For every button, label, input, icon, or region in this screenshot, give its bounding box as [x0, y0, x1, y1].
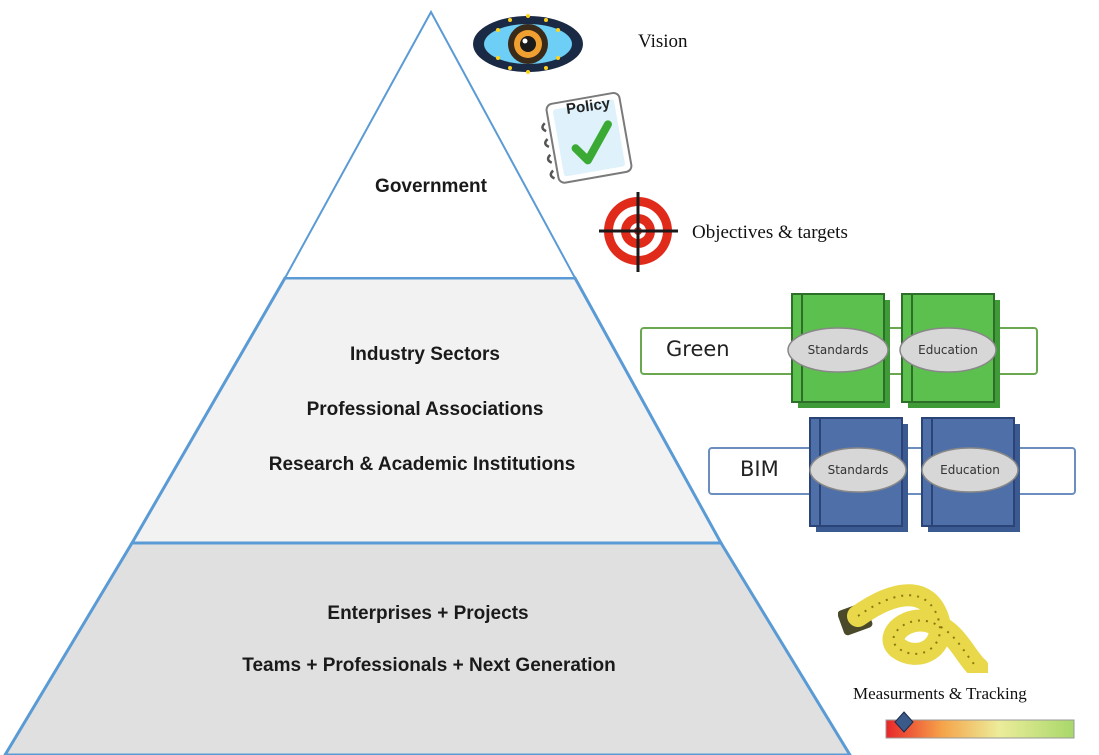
tier-industry-sectors-label: Industry Sectors [350, 344, 500, 365]
target-icon [599, 192, 678, 272]
tier-government-label: Government [375, 176, 487, 197]
green-standards-label: Standards [807, 343, 869, 357]
green-label: Green [666, 337, 730, 361]
pyramid-tier-top [283, 9, 577, 279]
bim-education-label: Education [940, 463, 1000, 477]
measurements-tracking-label: Measurments & Tracking [853, 684, 1027, 703]
objectives-targets-label: Objectives & targets [692, 222, 848, 243]
eye-icon [473, 14, 583, 74]
tracking-gradient-bar [885, 711, 1075, 739]
tier-enterprises-label: Enterprises + Projects [327, 603, 529, 624]
tier-professional-associations-label: Professional Associations [306, 399, 544, 420]
tier-research-institutions-label: Research & Academic Institutions [268, 454, 576, 475]
pyramid-tier-bottom [3, 541, 852, 755]
policy-notebook-icon [541, 91, 633, 184]
bim-label: BIM [740, 457, 779, 481]
bim-standards-label: Standards [827, 463, 889, 477]
green-books [787, 293, 1000, 408]
vision-label: Vision [638, 31, 688, 52]
green-education-label: Education [918, 343, 978, 357]
measuring-tape-icon [838, 584, 988, 673]
tracking-marker-icon [894, 711, 914, 733]
tier-teams-label: Teams + Professionals + Next Generation [242, 655, 616, 676]
bim-books [809, 417, 1020, 532]
